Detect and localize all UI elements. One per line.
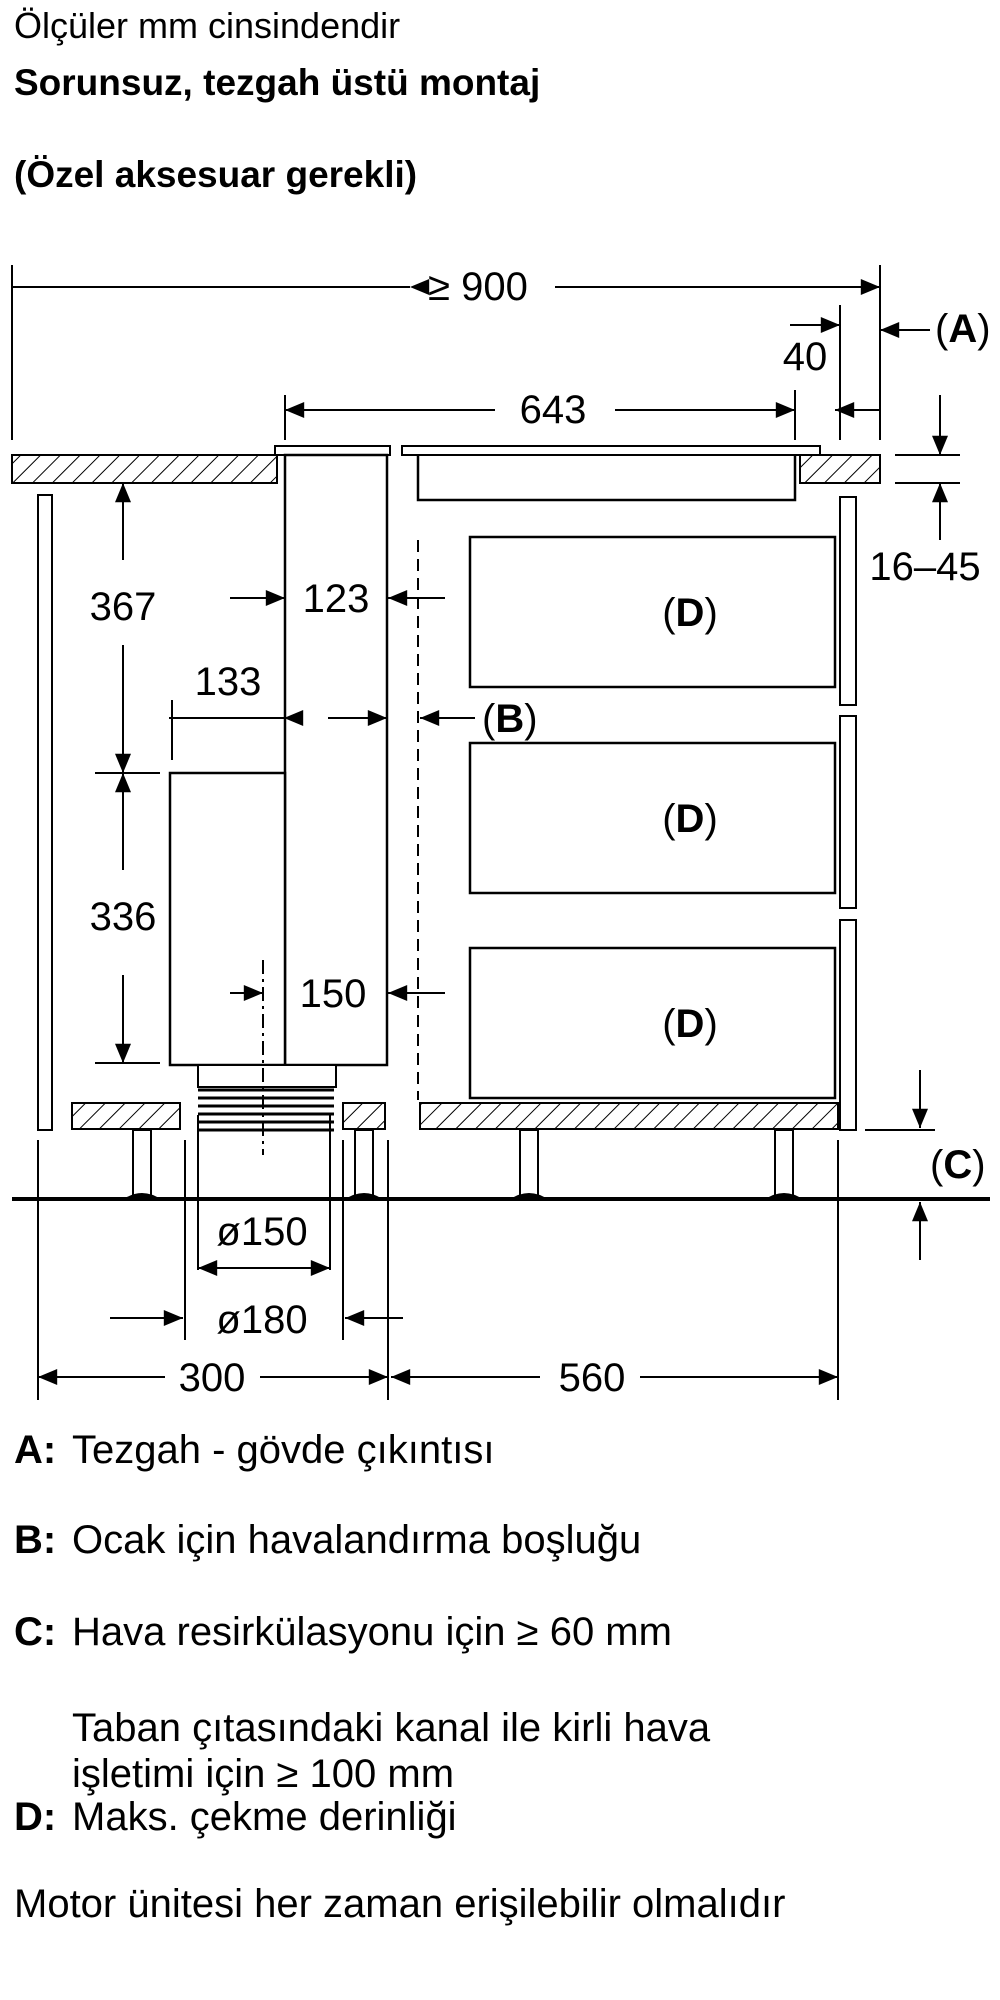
marker-d-top: (D) bbox=[662, 591, 718, 635]
dim-height-367: 367 bbox=[90, 585, 157, 629]
legend-c: C:Hava resirkülasyonu için ≥ 60 mm bbox=[14, 1610, 672, 1654]
units-note: Ölçüler mm cinsindendir bbox=[14, 5, 401, 46]
dim-duct-150: 150 bbox=[300, 972, 367, 1016]
accessory-note: (Özel aksesuar gerekli) bbox=[14, 154, 418, 195]
dim-total-width: ≥ 900 bbox=[428, 265, 528, 309]
legend-d: D:Maks. çekme derinliği bbox=[14, 1795, 457, 1839]
marker-b: (B) bbox=[482, 697, 538, 741]
dim-overhang-40: 40 bbox=[783, 335, 828, 379]
legend-b: B:Ocak için havalandırma boşluğu bbox=[14, 1518, 642, 1562]
dimension-lines bbox=[11, 265, 960, 1400]
duct-and-motor bbox=[168, 453, 389, 1155]
dim-duct-133: 133 bbox=[195, 660, 262, 704]
dim-duct-123: 123 bbox=[303, 577, 370, 621]
cabinet-left bbox=[37, 494, 386, 1200]
footer-note: Motor ünitesi her zaman erişilebilir olm… bbox=[14, 1882, 786, 1926]
cabinet-right bbox=[417, 496, 857, 1200]
dim-worktop-thickness: 16–45 bbox=[869, 545, 980, 589]
marker-d-middle: (D) bbox=[662, 797, 718, 841]
marker-a: (A) bbox=[935, 307, 991, 351]
marker-c: (C) bbox=[930, 1143, 986, 1187]
legend-a: A:Tezgah - gövde çıkıntısı bbox=[14, 1428, 495, 1472]
dim-cabinet-300: 300 bbox=[179, 1356, 246, 1400]
legend-c-note: Taban çıtasındaki kanal ile kirli hava i… bbox=[72, 1706, 711, 1796]
dim-dia-180: ø180 bbox=[216, 1298, 307, 1342]
worktop bbox=[11, 445, 881, 502]
dim-cabinet-560: 560 bbox=[559, 1356, 626, 1400]
dimension-labels: ≥ 900 40 643 16–45 367 336 123 133 150 ø… bbox=[90, 265, 991, 1400]
marker-d-bottom: (D) bbox=[662, 1002, 718, 1046]
mounting-title: Sorunsuz, tezgah üstü montaj bbox=[14, 62, 541, 103]
dim-dia-150: ø150 bbox=[216, 1210, 307, 1254]
dim-hob-width: 643 bbox=[520, 388, 587, 432]
installation-diagram: ≥ 900 40 643 16–45 367 336 123 133 150 ø… bbox=[11, 265, 991, 1400]
dim-height-336: 336 bbox=[90, 895, 157, 939]
